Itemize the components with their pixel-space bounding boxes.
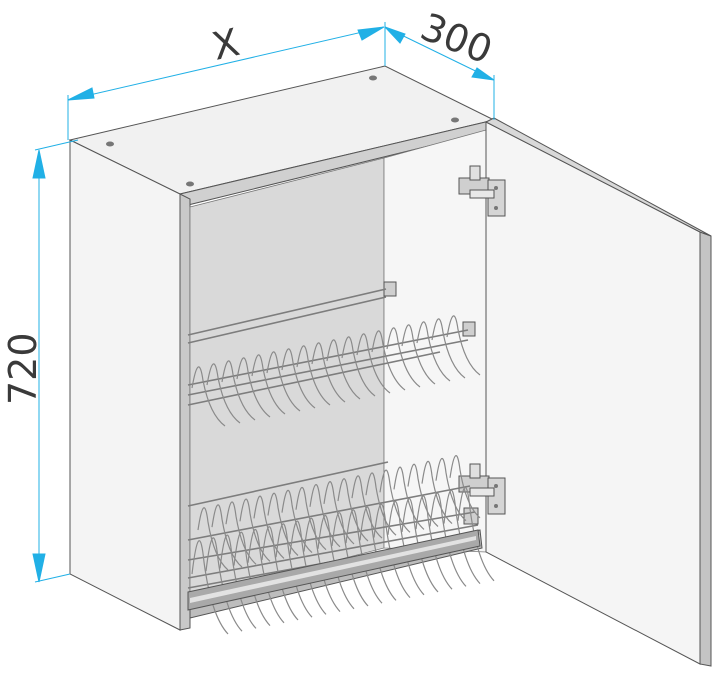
rack-wire: [356, 333, 391, 394]
rack-wire: [401, 324, 436, 385]
rack-wire: [386, 327, 421, 388]
arrow-icon: [384, 26, 406, 44]
rack-wire: [373, 503, 411, 599]
rack-wire: [435, 458, 467, 522]
rack-wire: [281, 348, 316, 409]
screw-hole: [451, 117, 459, 123]
rack-wire: [295, 487, 327, 551]
width-label: X: [208, 20, 243, 69]
screw-hole: [369, 75, 377, 81]
rack-wire: [191, 366, 226, 427]
rack-wire: [311, 342, 346, 403]
rack-wire: [211, 504, 243, 568]
cabinet-door: [484, 117, 712, 667]
rack-wire: [221, 360, 256, 421]
rack-wire: [281, 490, 313, 554]
door-top-edge: [484, 117, 712, 237]
door-edge: [699, 231, 712, 667]
rack-wire: [429, 492, 467, 587]
rack-wire: [267, 492, 299, 556]
rack-wire: [401, 498, 439, 593]
rack-wire: [253, 495, 285, 559]
rack-wire: [379, 469, 411, 533]
rack-wire: [289, 520, 327, 615]
drip-tray: [187, 529, 481, 611]
arrow-icon: [357, 26, 385, 41]
depth-label: 300: [415, 5, 499, 73]
rack-wire: [233, 531, 271, 627]
rack-wire: [317, 514, 355, 610]
rack-wire: [407, 463, 439, 527]
left-side-front-edge: [179, 193, 191, 631]
rack-wire: [387, 500, 425, 596]
rack-wire: [415, 495, 453, 590]
rack-wire: [331, 512, 369, 607]
height-label: 720: [1, 332, 45, 405]
rack-wire: [365, 472, 397, 536]
rack-wire: [431, 318, 466, 379]
rack-wire: [337, 478, 369, 542]
arrow-icon: [32, 149, 46, 179]
rack-wire: [236, 357, 271, 418]
rack-wire: [205, 537, 243, 632]
rack-wire: [296, 345, 331, 406]
rack-wire: [225, 501, 257, 565]
rack-wire: [206, 363, 241, 424]
rack-wire: [197, 507, 229, 571]
rack-wire: [371, 330, 406, 391]
rack-wire: [239, 498, 271, 562]
rack-wire: [326, 339, 361, 400]
rack-wire: [457, 486, 495, 582]
rack-wire: [449, 455, 481, 519]
rack-wire: [421, 461, 453, 525]
rack-wire: [323, 481, 355, 545]
width-dimension-line: [67, 26, 385, 101]
left-side-panel: [69, 139, 181, 631]
rack-wire: [359, 506, 397, 601]
rack-wire: [275, 523, 313, 618]
upper-hinge: [458, 165, 506, 217]
rack-wire: [309, 484, 341, 548]
rack-wire: [191, 540, 229, 635]
rack-wire: [247, 528, 285, 624]
rack-wire: [261, 526, 299, 621]
rack-wire: [443, 489, 481, 585]
arrow-icon: [32, 553, 46, 583]
dimension-lines: [32, 22, 495, 583]
rack-wire: [351, 475, 383, 539]
rack-wire: [219, 534, 257, 629]
rack-wire: [416, 321, 451, 382]
upper-dish-rack: [187, 281, 481, 427]
rack-wire: [266, 351, 301, 412]
rack-wire: [393, 466, 425, 530]
rack-wire: [345, 509, 383, 604]
rack-wire: [341, 336, 376, 397]
door-panel: [485, 121, 701, 665]
screw-hole: [106, 141, 114, 147]
screw-hole: [186, 181, 194, 187]
arrow-icon: [471, 67, 495, 81]
rack-wire: [303, 517, 341, 613]
rack-wire: [446, 315, 481, 376]
rack-wire: [251, 354, 286, 415]
arrow-icon: [67, 87, 95, 101]
